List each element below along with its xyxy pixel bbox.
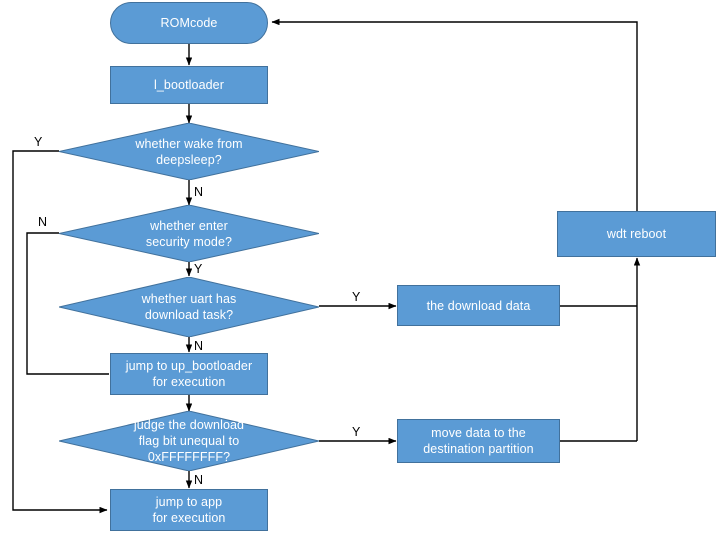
diamond-shape (59, 411, 319, 471)
node-l-bootloader[interactable]: l_bootloader (110, 66, 268, 104)
diamond-shape (59, 205, 319, 262)
edge-deepsleep-yes-to-jumpapp (12, 150, 108, 514)
node-jump-app[interactable]: jump to app for execution (110, 489, 268, 531)
edge-label-deepsleep-no: N (194, 185, 204, 199)
move-data-line-1: move data to the (431, 426, 526, 440)
edge-security-no-to-upbootloader (26, 232, 109, 375)
edge-label-security-yes: Y (194, 262, 203, 276)
edge-label-flagbit-yes: Y (352, 425, 361, 439)
edge-label-security-no: N (38, 215, 48, 229)
node-romcode[interactable]: ROMcode (110, 2, 268, 44)
move-data-line-2: destination partition (423, 442, 534, 456)
node-decision-download-flag-label: judge the download flag bit unequal to 0… (108, 417, 269, 465)
node-jump-up-bootloader-label: jump to up_bootloader for execution (126, 358, 253, 390)
node-decision-deepsleep-label: whether wake from deepsleep? (108, 136, 269, 168)
node-romcode-label: ROMcode (160, 16, 218, 30)
node-decision-security-mode-label: whether enter security mode? (108, 218, 269, 250)
node-decision-security-mode[interactable]: whether enter security mode? (59, 205, 319, 262)
jump-app-line-1: jump to app (155, 495, 223, 509)
node-jump-app-label: jump to app for execution (153, 494, 226, 526)
node-move-data[interactable]: move data to the destination partition (397, 419, 560, 463)
node-decision-deepsleep[interactable]: whether wake from deepsleep? (59, 123, 319, 180)
node-decision-uart-download[interactable]: whether uart has download task? (59, 277, 319, 337)
up-bootloader-line-1: jump to up_bootloader (125, 359, 253, 373)
deepsleep-line-2: deepsleep? (156, 152, 222, 167)
security-line-1: whether enter (150, 218, 228, 233)
uart-line-2: download task? (144, 308, 234, 322)
edge-label-deepsleep-yes: Y (34, 135, 43, 149)
diamond-shape (59, 277, 319, 337)
flagbit-line-2: flag bit unequal to (138, 434, 240, 448)
node-decision-uart-download-label: whether uart has download task? (108, 291, 269, 323)
edge-label-flagbit-no: N (194, 473, 204, 487)
diamond-shape (59, 123, 319, 180)
edge-label-uart-yes: Y (352, 290, 361, 304)
uart-line-1: whether uart has (141, 292, 237, 306)
node-the-download-data-label: the download data (426, 298, 531, 313)
flagbit-line-1: judge the download (133, 418, 245, 432)
flagbit-line-3: 0xFFFFFFFF? (147, 450, 231, 464)
deepsleep-line-1: whether wake from (135, 136, 243, 151)
edge-label-uart-no: N (194, 339, 204, 353)
up-bootloader-line-2: for execution (152, 375, 226, 389)
node-wdt-reboot[interactable]: wdt reboot (557, 211, 716, 257)
node-jump-up-bootloader[interactable]: jump to up_bootloader for execution (110, 353, 268, 395)
node-the-download-data[interactable]: the download data (397, 285, 560, 326)
node-l-bootloader-label: l_bootloader (153, 78, 224, 92)
security-line-2: security mode? (145, 234, 233, 249)
node-move-data-label: move data to the destination partition (423, 425, 534, 457)
node-decision-download-flag[interactable]: judge the download flag bit unequal to 0… (59, 411, 319, 471)
node-wdt-reboot-label: wdt reboot (606, 227, 667, 241)
edge-wdtreboot-to-romcode (271, 18, 638, 211)
jump-app-line-2: for execution (152, 511, 226, 525)
